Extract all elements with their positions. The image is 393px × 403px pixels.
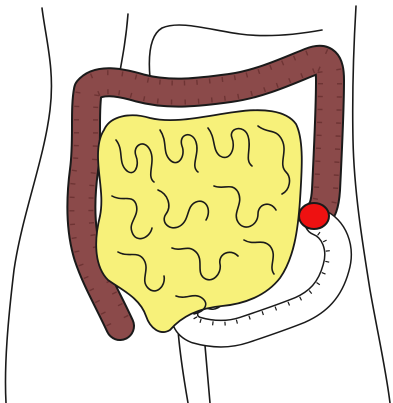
haustra-fold	[148, 78, 149, 83]
haustra-fold	[234, 75, 235, 80]
marker	[299, 203, 329, 229]
haustra-fold	[238, 94, 239, 99]
haustra-fold	[72, 238, 77, 239]
haustra-fold	[144, 96, 145, 101]
haustra-fold	[94, 95, 99, 96]
haustra-fold	[91, 235, 96, 236]
haustra-fold	[76, 92, 81, 93]
small-intestine	[96, 110, 302, 332]
haustra-fold	[160, 80, 161, 85]
sigmoid-fold	[213, 321, 214, 325]
haustra-fold	[313, 198, 318, 199]
marker-dot	[299, 203, 329, 229]
haustra-fold	[122, 72, 123, 77]
haustra-fold	[225, 96, 226, 101]
torso-right-edge	[353, 6, 390, 403]
haustra-fold	[158, 99, 159, 104]
haustra-fold	[222, 77, 223, 82]
haustra-fold	[70, 184, 75, 185]
haustra-fold	[91, 173, 96, 174]
haustra-fold	[336, 69, 341, 70]
haustra-fold	[119, 90, 120, 95]
haustra-fold	[318, 72, 323, 73]
haustra-fold	[212, 97, 213, 102]
haustra-fold	[72, 170, 77, 171]
haustra-fold	[332, 202, 337, 203]
small-intestine-mass	[96, 110, 302, 332]
haustra-fold	[209, 79, 210, 84]
torso-left-edge	[5, 8, 51, 403]
